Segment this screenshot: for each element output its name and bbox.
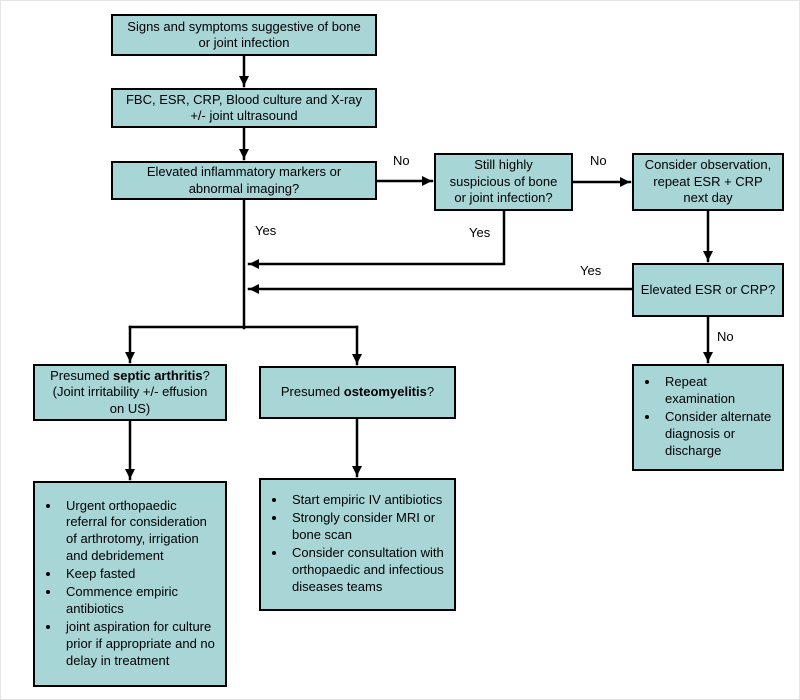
node-text-line: abnormal imaging?: [188, 180, 300, 196]
node-text-segment: Presumed: [50, 367, 114, 383]
node-text-segment: Presumed: [280, 384, 344, 400]
list-item: Consider consultation with orthopaedic a…: [287, 545, 450, 596]
node-text-line: on US): [109, 400, 151, 416]
node-text-bold: osteomyelitis: [343, 384, 427, 400]
node-still-suspicious-question: Still highly suspicious of bone or joint…: [434, 153, 573, 211]
edge-label-markers-yes: Yes: [255, 223, 277, 238]
edge-label-suspicious-no: No: [590, 153, 607, 168]
edge-label-esr-no: No: [717, 329, 734, 344]
edge-label-markers-no: No: [393, 153, 410, 168]
list-item: Commence empiric antibiotics: [61, 584, 221, 618]
node-text-line: repeat ESR + CRP: [653, 173, 763, 189]
node-text-line: Consider observation,: [644, 157, 772, 173]
node-text-line: Presumed septic arthritis?: [39, 368, 221, 385]
node-text-line: FBC, ESR, CRP, Blood culture and X-ray: [125, 91, 363, 107]
bullet-list: Repeat examination Consider alternate di…: [638, 374, 778, 460]
node-text-segment: ?: [202, 367, 210, 383]
node-text-line: +/- joint ultrasound: [190, 108, 298, 123]
node-text-line: Still highly: [474, 157, 533, 173]
node-text-line: or joint infection?: [454, 190, 553, 206]
edge-label-esr-yes: Yes: [580, 263, 602, 278]
list-item: joint aspiration for culture prior if ap…: [61, 619, 221, 670]
list-item: Start empiric IV antibiotics: [287, 492, 450, 509]
node-elevated-markers-question: Elevated inflammatory markers or abnorma…: [111, 161, 377, 200]
node-text-line: Elevated ESR or CRP?: [640, 281, 776, 297]
node-repeat-examination: Repeat examination Consider alternate di…: [632, 364, 784, 471]
list-item: Urgent orthopaedic referral for consider…: [61, 498, 221, 566]
list-item: Keep fasted: [61, 566, 221, 583]
list-item: Consider alternate diagnosis or discharg…: [660, 409, 778, 460]
bullet-list: Start empiric IV antibiotics Strongly co…: [265, 492, 450, 596]
node-signs-symptoms: Signs and symptoms suggestive of bone or…: [111, 14, 377, 56]
node-text-line: (Joint irritability +/- effusion: [52, 384, 208, 400]
node-initial-workup: FBC, ESR, CRP, Blood culture and X-ray +…: [111, 88, 377, 128]
node-text-segment: ?: [426, 384, 435, 400]
list-item: Repeat examination: [660, 374, 778, 408]
node-presumed-osteomyelitis: Presumed osteomyelitis?: [259, 366, 456, 419]
node-text-line: suspicious of bone: [449, 173, 558, 189]
node-text-line: or joint infection: [198, 35, 290, 50]
node-presumed-septic-arthritis: Presumed septic arthritis? (Joint irrita…: [33, 364, 227, 421]
node-consider-observation: Consider observation, repeat ESR + CRP n…: [632, 153, 784, 211]
bullet-list: Urgent orthopaedic referral for consider…: [39, 498, 221, 671]
edge-label-suspicious-yes: Yes: [469, 225, 491, 240]
list-item: Strongly consider MRI or bone scan: [287, 510, 450, 544]
node-elevated-esr-crp-question: Elevated ESR or CRP?: [632, 263, 784, 317]
node-text-bold: septic arthritis: [113, 367, 203, 383]
node-septic-arthritis-management: Urgent orthopaedic referral for consider…: [33, 481, 227, 687]
node-text-line: next day: [683, 190, 733, 206]
edge-suspicious-yes: [247, 209, 506, 269]
node-text-line: Presumed osteomyelitis?: [265, 384, 450, 401]
node-text-line: Signs and symptoms suggestive of bone: [127, 18, 361, 34]
node-osteomyelitis-management: Start empiric IV antibiotics Strongly co…: [259, 478, 456, 611]
node-text-line: Elevated inflammatory markers or: [146, 164, 342, 179]
